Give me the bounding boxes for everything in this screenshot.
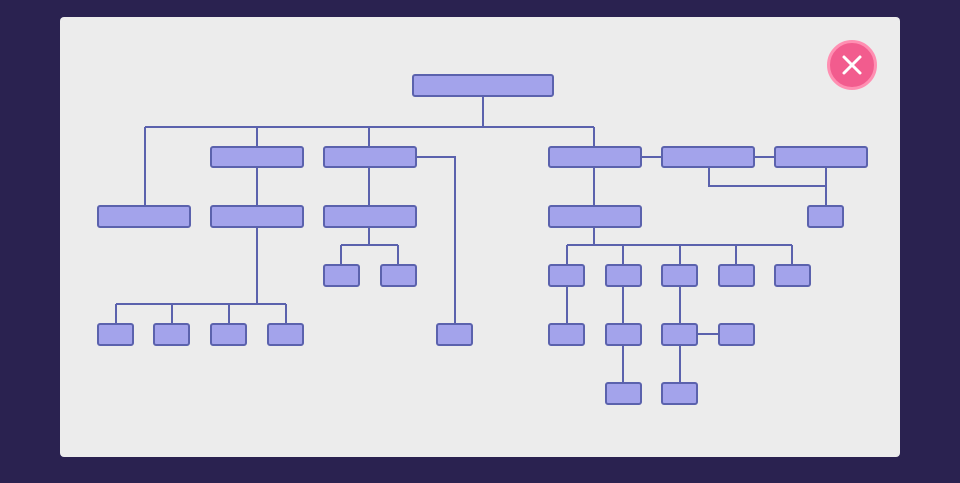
connector-line (708, 167, 826, 187)
connector-line (416, 156, 456, 324)
org-node-d1a1 (548, 323, 585, 346)
org-node-d1b1 (605, 323, 642, 346)
org-node-c2 (436, 323, 473, 346)
org-node-d1b (605, 264, 642, 287)
org-node-d1c1a (661, 382, 698, 405)
org-node-d1c (661, 264, 698, 287)
org-node-c1a (323, 264, 360, 287)
org-node-b1a (97, 323, 134, 346)
org-node-c1 (323, 205, 417, 228)
org-node-d1a (548, 264, 585, 287)
org-node-b (210, 146, 304, 168)
org-node-d1d (718, 264, 755, 287)
close-icon (842, 55, 862, 75)
org-node-b1b (153, 323, 190, 346)
org-node-d (548, 146, 642, 168)
close-button[interactable] (827, 40, 877, 90)
org-node-d1 (548, 205, 642, 228)
org-node-b1d (267, 323, 304, 346)
org-nodes (97, 74, 868, 405)
org-node-d1e (774, 264, 811, 287)
org-node-e (661, 146, 755, 168)
org-node-c (323, 146, 417, 168)
org-node-b1 (210, 205, 304, 228)
org-node-d1c1 (661, 323, 698, 346)
org-node-g (807, 205, 844, 228)
org-node-a (97, 205, 191, 228)
org-node-d1c2 (718, 323, 755, 346)
org-node-d1b2 (605, 382, 642, 405)
org-node-f (774, 146, 868, 168)
connector-lines (115, 96, 827, 383)
org-node-c1b (380, 264, 417, 287)
org-node-b1c (210, 323, 247, 346)
org-node-root (412, 74, 554, 97)
